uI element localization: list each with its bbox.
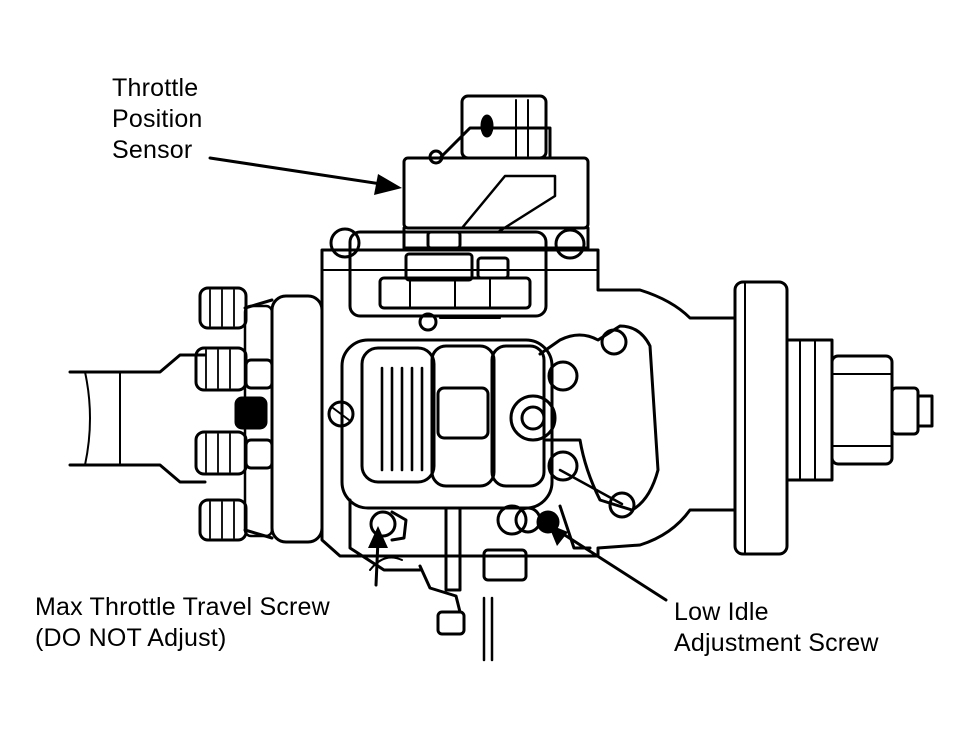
tps-label-line-1: Throttle	[112, 74, 199, 102]
throttle-linkage	[348, 230, 548, 332]
arrowhead-throttle-position-sensor	[374, 174, 402, 195]
fitting-3	[194, 430, 248, 476]
leader-lines	[208, 156, 668, 602]
fitting-4	[198, 498, 248, 542]
arrowhead-max-throttle-travel-screw	[368, 526, 388, 548]
fitting-1	[198, 286, 248, 330]
max-throttle-travel-screw-label: Max Throttle Travel Screw (DO NOT Adjust…	[35, 592, 330, 654]
low-idle-label-line-2: Adjustment Screw	[674, 629, 879, 657]
low-idle-adjustment-screw-label: Low Idle Adjustment Screw	[674, 597, 879, 659]
leader-low-idle-adjustment-screw	[558, 530, 668, 602]
throttle-position-sensor	[402, 94, 590, 250]
low-idle-label-line-1: Low Idle	[674, 598, 769, 626]
injector-fittings	[194, 286, 274, 542]
leader-throttle-position-sensor	[208, 156, 390, 187]
tps-label-line-2: Position	[112, 105, 203, 133]
max-screw-label-line-1: Max Throttle Travel Screw	[35, 593, 330, 621]
drive-shaft	[68, 353, 207, 484]
throttle-lever-assembly	[348, 498, 592, 662]
fuel-shutoff-solenoid	[509, 324, 660, 519]
max-screw-label-line-2: (DO NOT Adjust)	[35, 624, 227, 652]
throttle-position-sensor-label: Throttle Position Sensor	[112, 73, 203, 166]
leader-arrowheads	[368, 174, 568, 548]
rear-housing	[733, 280, 934, 556]
cover-ribs	[380, 366, 424, 472]
tps-label-line-3: Sensor	[112, 136, 193, 164]
governor-cover	[327, 338, 554, 510]
arrowhead-low-idle-adjustment-screw	[548, 524, 568, 546]
pump-housing	[320, 227, 737, 558]
